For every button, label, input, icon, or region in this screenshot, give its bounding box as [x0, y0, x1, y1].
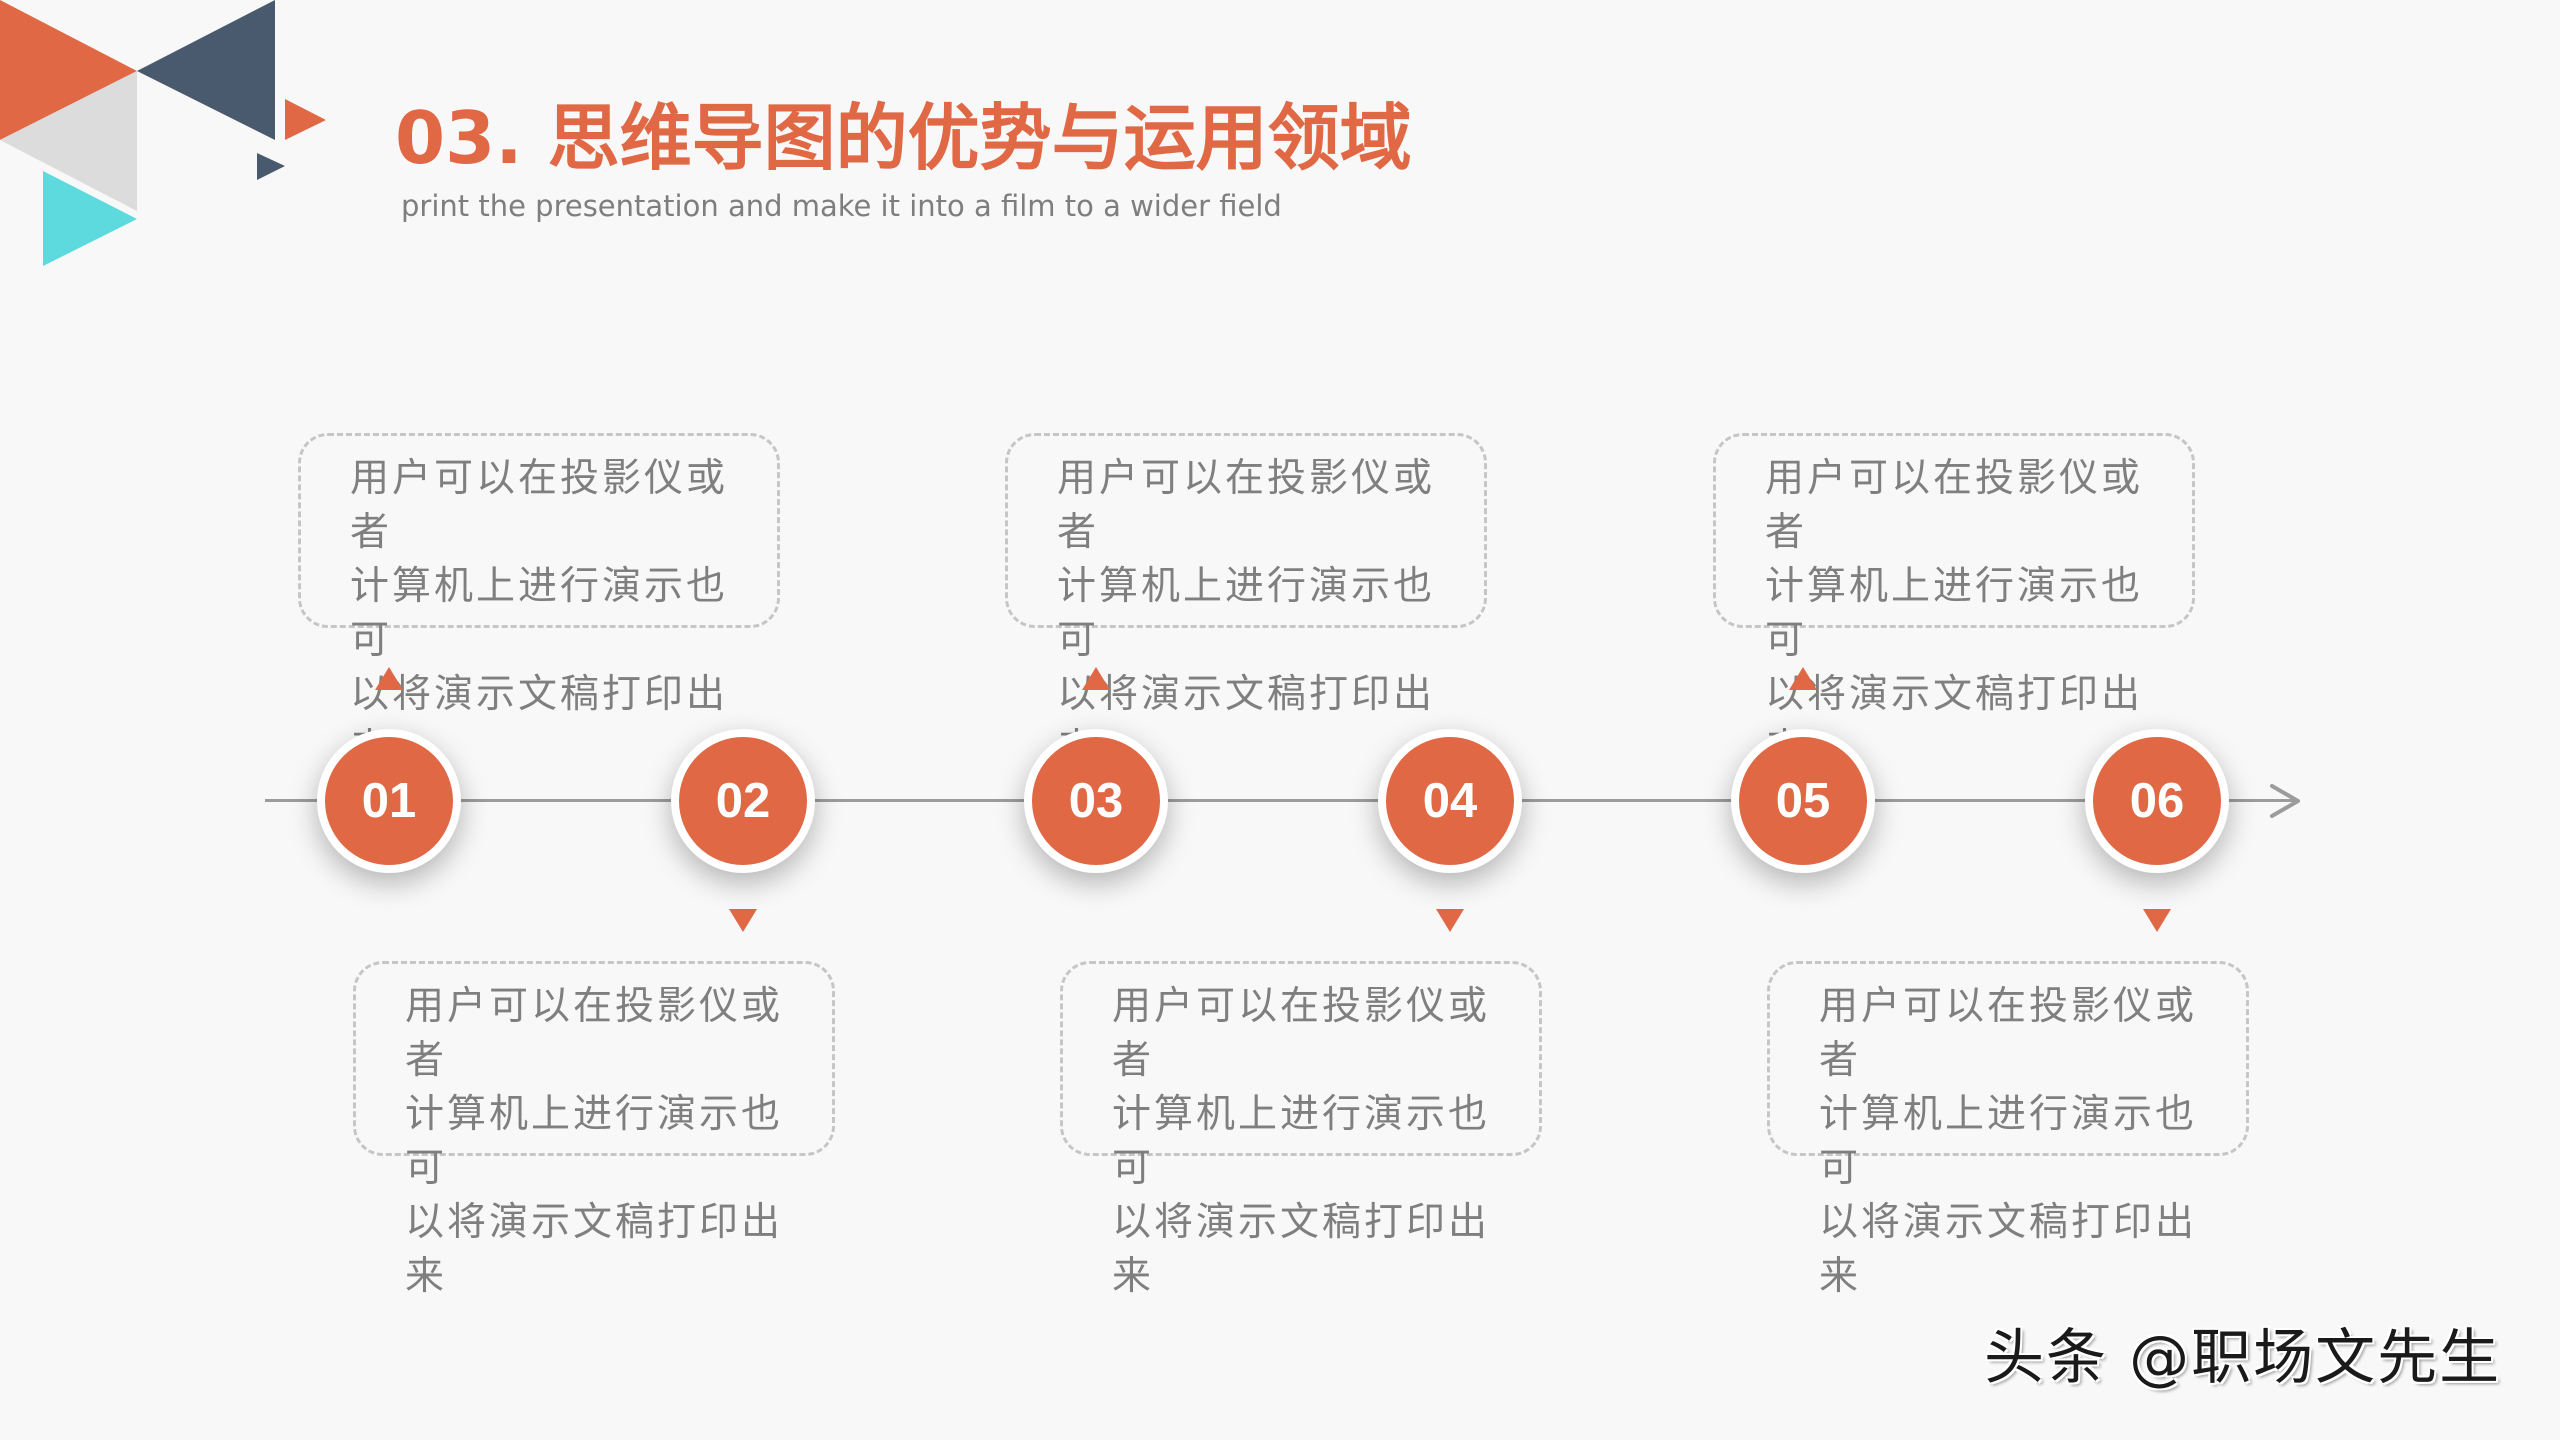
timeline-node-02: 02	[671, 729, 815, 873]
small-navy-triangle-icon	[257, 153, 285, 180]
page-subtitle: print the presentation and make it into …	[401, 189, 1282, 223]
triangle-up-icon	[375, 667, 403, 690]
timeline-line	[265, 799, 2298, 802]
timeline-node-06: 06	[2085, 729, 2229, 873]
triangle-up-icon	[1082, 667, 1110, 690]
node-number: 02	[715, 773, 771, 828]
triangle-down-icon	[2143, 909, 2171, 932]
triangle-down-icon	[1436, 909, 1464, 932]
timeline-card-05: 用户可以在投影仪或者 计算机上进行演示也可 以将演示文稿打印出来	[1713, 433, 2195, 771]
card-text: 用户可以在投影仪或者 计算机上进行演示也可 以将演示文稿打印出来	[405, 984, 784, 1299]
small-orange-triangle-icon	[285, 99, 326, 140]
triangle-down-icon	[729, 909, 757, 932]
node-number: 03	[1068, 773, 1124, 828]
page-title: 03. 思维导图的优势与运用领域	[395, 96, 1412, 180]
watermark: 头条 @职场文先生	[1984, 1323, 2502, 1393]
timeline-card-06: 用户可以在投影仪或者 计算机上进行演示也可 以将演示文稿打印出来	[1767, 961, 2249, 1299]
node-number: 06	[2129, 773, 2185, 828]
card-text: 用户可以在投影仪或者 计算机上进行演示也可 以将演示文稿打印出来	[1765, 456, 2144, 771]
timeline-card-03: 用户可以在投影仪或者 计算机上进行演示也可 以将演示文稿打印出来	[1005, 433, 1487, 771]
geometric-triangles-decoration	[0, 0, 326, 266]
card-text: 用户可以在投影仪或者 计算机上进行演示也可 以将演示文稿打印出来	[350, 456, 729, 771]
cyan-triangle-icon	[43, 171, 137, 266]
timeline-node-05: 05	[1731, 729, 1875, 873]
node-number: 01	[361, 773, 417, 828]
navy-triangle-icon	[137, 0, 275, 140]
gray-triangle-icon	[0, 71, 137, 211]
timeline-node-01: 01	[317, 729, 461, 873]
card-text: 用户可以在投影仪或者 计算机上进行演示也可 以将演示文稿打印出来	[1112, 984, 1491, 1299]
node-number: 05	[1775, 773, 1831, 828]
triangle-up-icon	[1789, 667, 1817, 690]
orange-triangle-icon	[0, 0, 137, 140]
timeline-node-04: 04	[1378, 729, 1522, 873]
timeline-node-03: 03	[1024, 729, 1168, 873]
node-number: 04	[1422, 773, 1478, 828]
timeline-card-04: 用户可以在投影仪或者 计算机上进行演示也可 以将演示文稿打印出来	[1060, 961, 1542, 1299]
card-text: 用户可以在投影仪或者 计算机上进行演示也可 以将演示文稿打印出来	[1819, 984, 2198, 1299]
timeline-card-02: 用户可以在投影仪或者 计算机上进行演示也可 以将演示文稿打印出来	[353, 961, 835, 1299]
timeline-card-01: 用户可以在投影仪或者 计算机上进行演示也可 以将演示文稿打印出来	[298, 433, 780, 771]
card-text: 用户可以在投影仪或者 计算机上进行演示也可 以将演示文稿打印出来	[1057, 456, 1436, 771]
arrow-right-icon	[2270, 784, 2300, 818]
